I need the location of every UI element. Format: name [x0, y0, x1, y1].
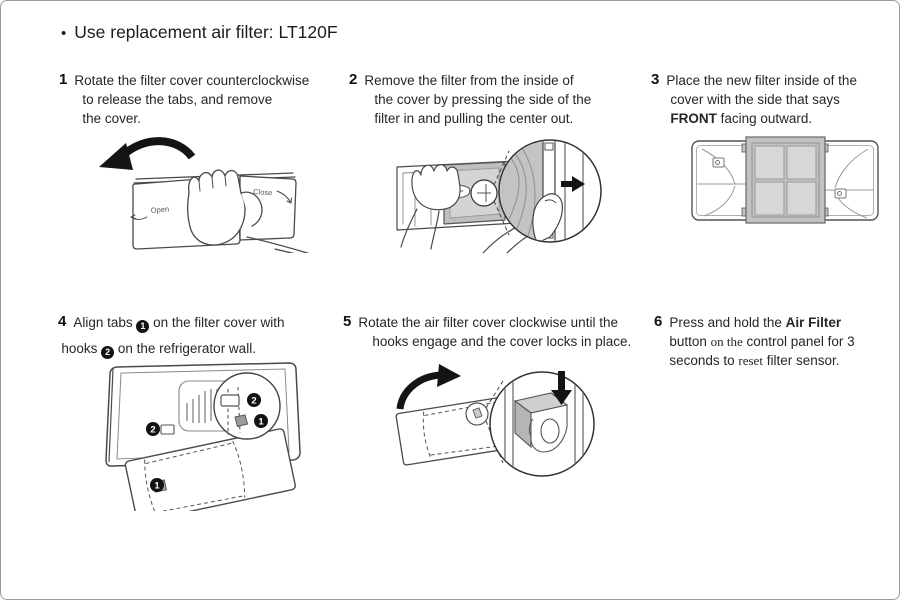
step-1-number: 1 — [59, 71, 68, 88]
rotate-cover-ccw-drawing: Open Close — [99, 137, 310, 253]
clockwise-arrow-icon — [396, 364, 461, 410]
close-label: Close — [253, 187, 273, 197]
svg-text:1: 1 — [154, 481, 160, 492]
hook-badge-2-magnified: 2 — [247, 393, 261, 407]
step-6-number: 6 — [654, 313, 663, 330]
step-2-illustration — [387, 129, 605, 253]
step-3-illustration — [689, 132, 881, 228]
hook-badge-2-left: 2 — [146, 422, 160, 436]
rotate-cover-cw-drawing — [395, 364, 595, 477]
right-latch — [834, 188, 847, 199]
step-3-number: 3 — [651, 71, 660, 88]
page-title-text: Use replacement air filter: LT120F — [74, 22, 338, 42]
press-right-arrow-icon — [561, 176, 585, 192]
step-2-number: 2 — [349, 71, 358, 88]
step-5-number: 5 — [343, 313, 352, 330]
step-1-text: Rotate the filter cover counterclockwise… — [74, 73, 310, 126]
magnified-hook — [220, 394, 240, 407]
filter-grid — [741, 136, 829, 224]
step-5-text: Rotate the air filter cover clockwise un… — [358, 315, 632, 349]
step-5: 5 Rotate the air filter cover clockwise … — [343, 313, 661, 351]
align-tabs-drawing: 2 2 1 1 — [105, 362, 301, 511]
remove-filter-drawing — [396, 139, 602, 253]
step-4-number: 4 — [58, 313, 67, 330]
open-label: Open — [150, 204, 169, 215]
step-1-illustration: Open Close — [89, 131, 314, 253]
svg-text:1: 1 — [258, 417, 264, 428]
new-filter-in-cover-drawing — [691, 136, 879, 224]
page-title: • Use replacement air filter: LT120F — [61, 22, 338, 43]
counterclockwise-arrow-icon — [99, 137, 196, 170]
step-4-illustration: 2 2 1 1 — [97, 359, 315, 511]
tab-badge-1-cover: 1 — [150, 478, 164, 492]
svg-text:2: 2 — [251, 396, 256, 407]
bullet-marker: • — [61, 25, 67, 42]
tab-badge-1-magnified: 1 — [254, 414, 268, 428]
left-latch — [712, 157, 725, 168]
step-1: 1 Rotate the filter cover counterclockwi… — [59, 71, 351, 128]
wall-hook — [160, 424, 175, 435]
step-5-illustration — [387, 359, 601, 491]
lock-down-arrow-icon — [551, 371, 572, 405]
magnifier-connector-lines — [493, 150, 510, 236]
magnified-tab — [234, 414, 249, 428]
svg-text:2: 2 — [150, 425, 155, 436]
